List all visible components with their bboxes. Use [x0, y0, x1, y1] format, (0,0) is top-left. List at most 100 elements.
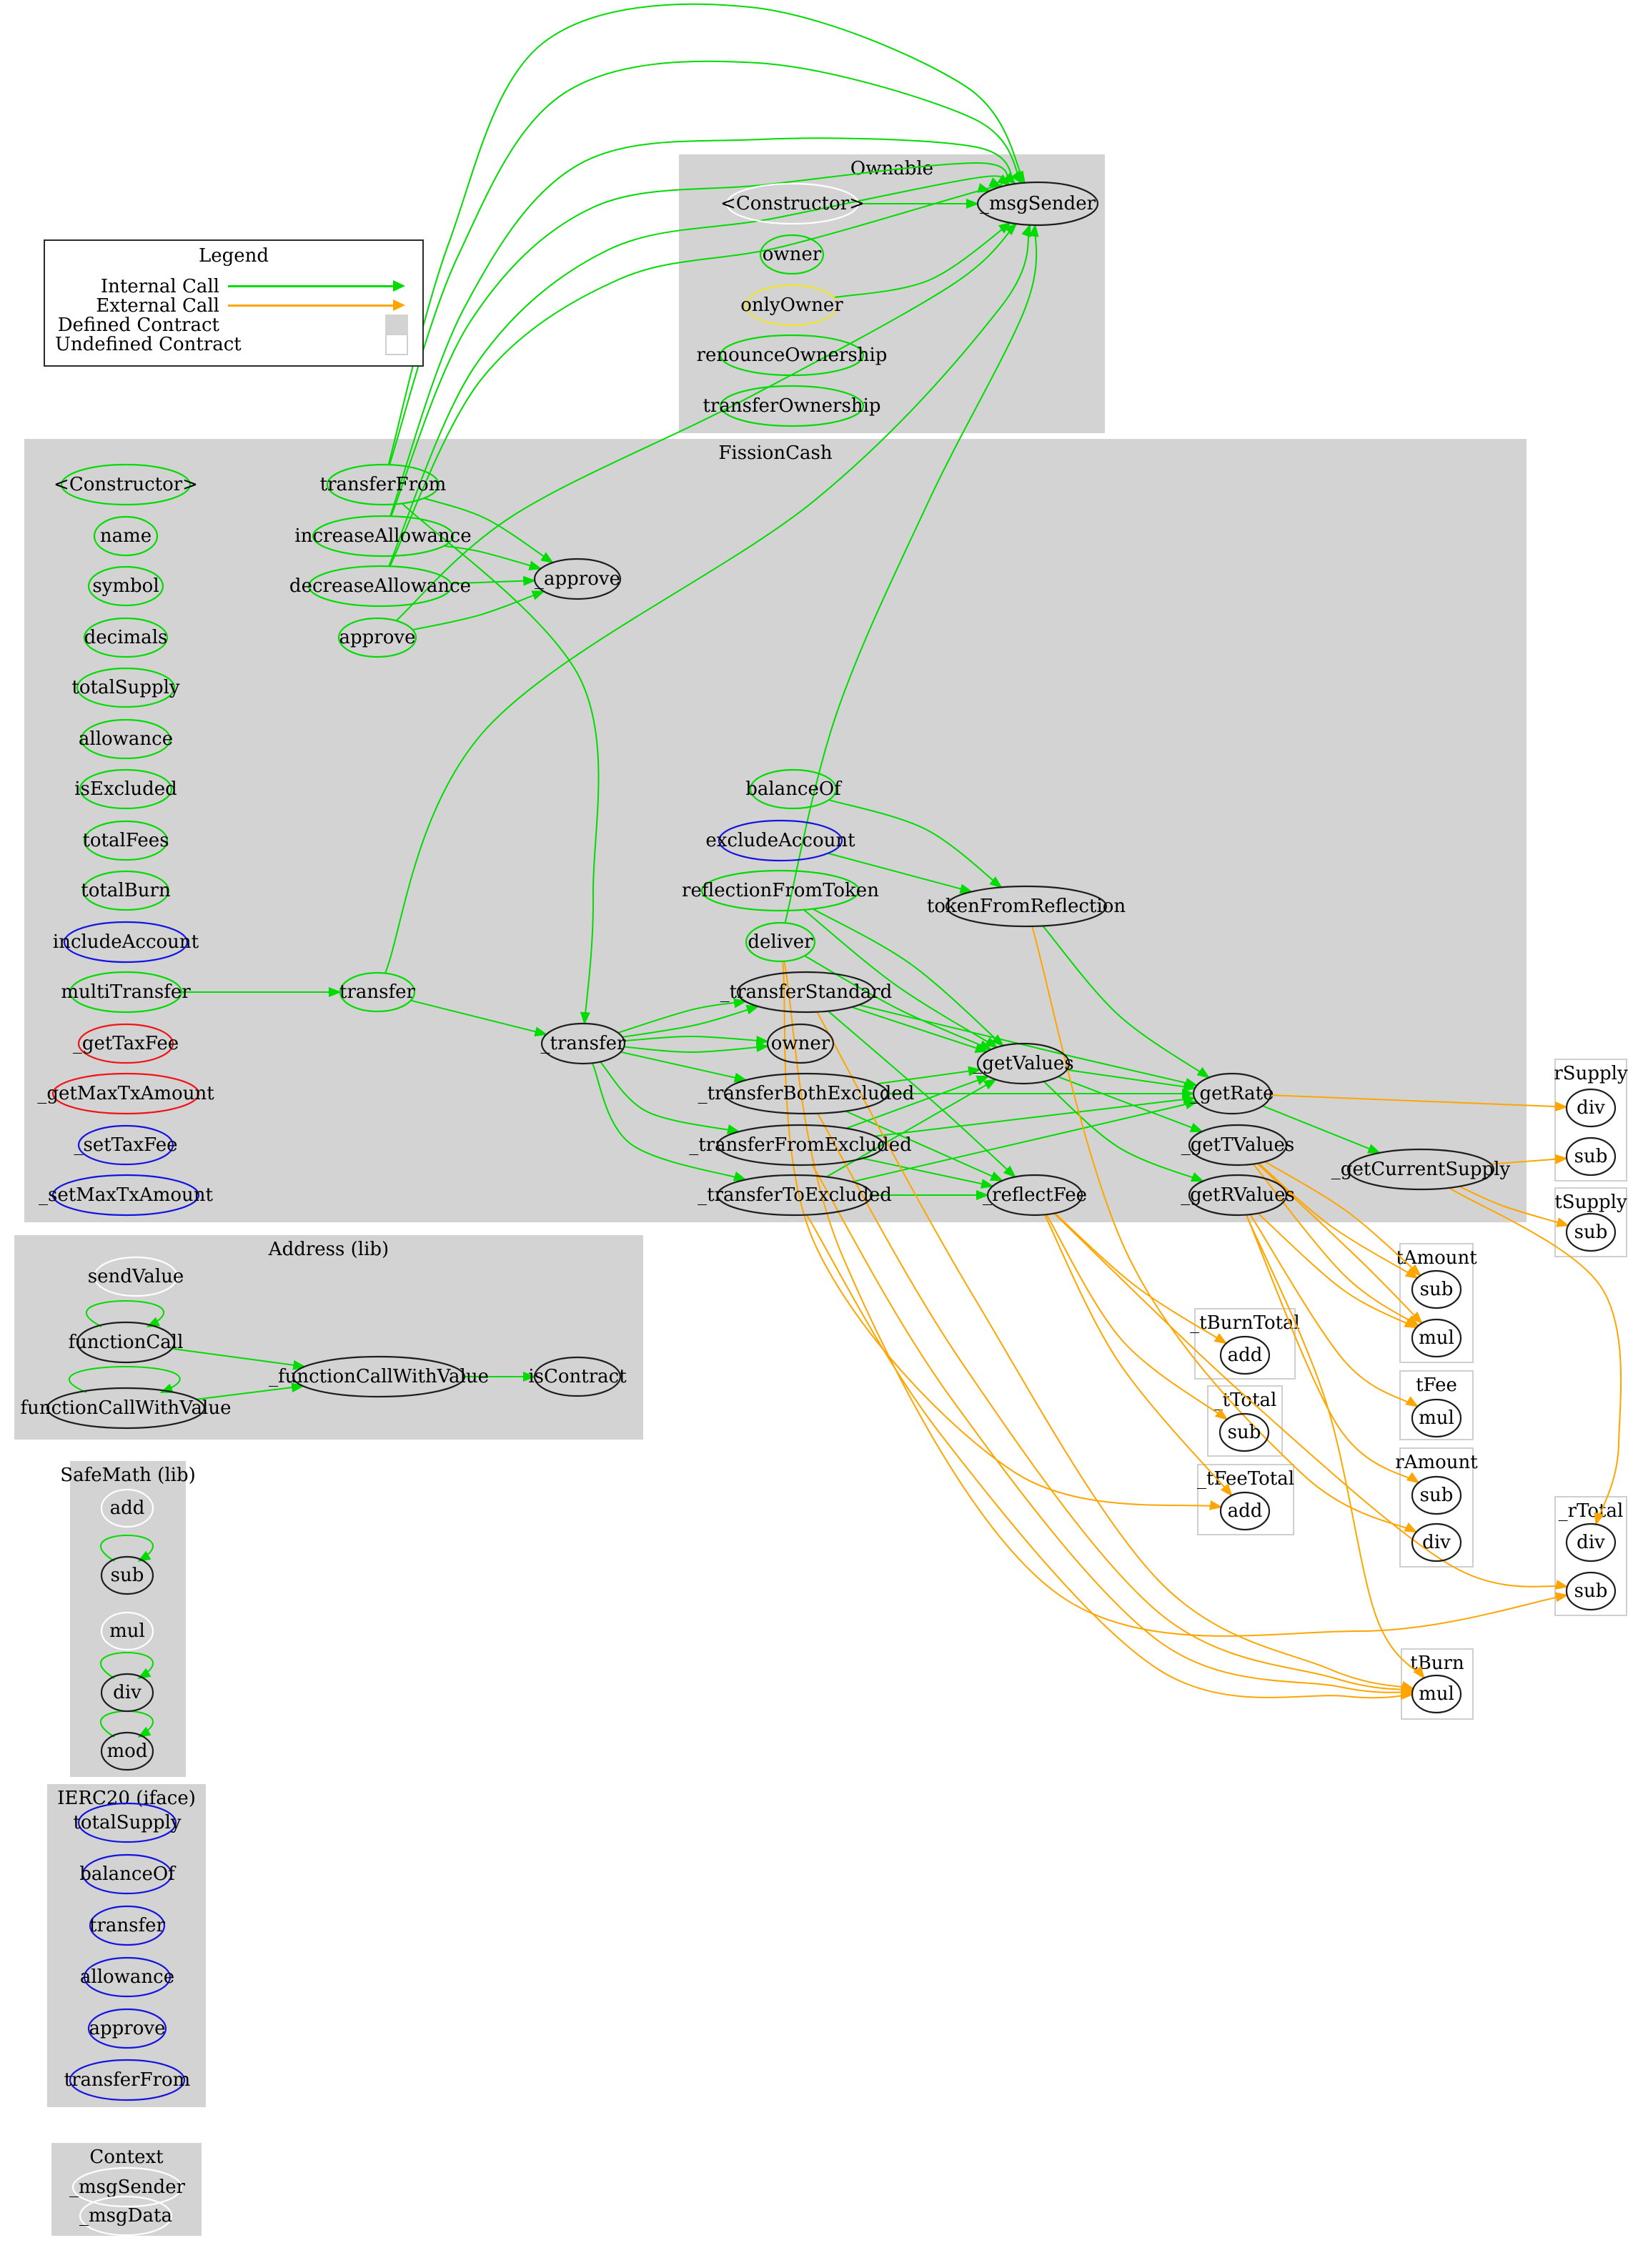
- edge-fc__getValues-to-fc__getRate: [1066, 1069, 1196, 1092]
- node-ta_mul-shape: [1411, 1318, 1462, 1358]
- node-fc_reflectionFromToken-shape: [700, 869, 860, 912]
- edge-fc_increaseAllowance-to-own_msg: [390, 162, 1011, 517]
- cluster-rt-title: _rTotal: [1559, 1500, 1624, 1522]
- node-fc__reflectFee: _reflectFee: [983, 1174, 1087, 1217]
- node-fc_totalFees-shape: [83, 820, 169, 861]
- edge-fc__getCurrentSupply-to-rs_sub: [1491, 1154, 1569, 1165]
- cluster-sm-box: [70, 1461, 186, 1777]
- node-rt_sub-shape: [1565, 1571, 1617, 1611]
- edge-fc__getCurrentSupply-to-ts_sub: [1459, 1185, 1570, 1227]
- node-tbt_add-label: add: [1228, 1345, 1263, 1366]
- edge-fc__transferFromExcluded-to-fc__getRate: [874, 1094, 1196, 1137]
- edge-fc__getRate-to-fc__getCurrentSupply: [1262, 1105, 1381, 1154]
- node-fc_increaseAllowance: increaseAllowance: [294, 515, 472, 558]
- edge-fc__getRValues-to-ta_mul: [1257, 1212, 1418, 1329]
- edge-fc_transferFrom-to-own_msg: [389, 60, 1023, 465]
- cluster-tamt-title: tAmount: [1396, 1247, 1477, 1269]
- node-rs_sub-shape: [1565, 1137, 1617, 1177]
- edge-fc_reflectionFromToken-to-fc__getValues: [812, 908, 1005, 1047]
- node-tt_sub-label: sub: [1228, 1422, 1261, 1443]
- node-sm_mul-shape: [100, 1611, 154, 1651]
- edge-fc__transferBothExcluded-to-fc__getValues: [877, 1066, 981, 1085]
- cluster-own-title: Ownable: [850, 158, 933, 179]
- node-rt_div: div: [1565, 1522, 1617, 1563]
- edge-fc__getTValues-to-ta_mul: [1252, 1163, 1420, 1327]
- node-fc__getValues-shape: [976, 1042, 1071, 1085]
- edge-fc__transferFromExcluded-to-fc__getValues: [845, 1075, 990, 1129]
- node-fc_totalBurn: totalBurn: [81, 870, 171, 911]
- node-fc_name: name: [93, 515, 159, 557]
- node-rs_div: div: [1565, 1088, 1617, 1128]
- node-tbt_add: add: [1219, 1335, 1271, 1375]
- edge-fc__getValues-to-fc__getRValues: [1043, 1081, 1205, 1182]
- node-fc_approve: approve: [337, 617, 417, 658]
- node-ie_transfer-shape: [89, 1905, 166, 1946]
- node-fc_setMaxTxAmount-shape: [51, 1174, 200, 1217]
- edge-fc_deliver-to-rt_sub: [783, 961, 1569, 1637]
- node-ie_balanceOf-label: balanceOf: [79, 1863, 177, 1885]
- node-fc_reflectionFromToken-label: reflectionFromToken: [682, 880, 879, 901]
- node-tft_add: add: [1219, 1491, 1271, 1531]
- edge-fc_transferFrom-to-own_msg: [387, 3, 1026, 465]
- node-fc_setTaxFee-shape: [77, 1124, 174, 1166]
- node-tf_mul-label: mul: [1419, 1407, 1454, 1429]
- node-ra_div-label: div: [1422, 1532, 1451, 1553]
- node-fc__transferFromExcluded-label: _transferFromExcluded: [689, 1134, 912, 1156]
- node-ra_sub-shape: [1411, 1475, 1462, 1515]
- node-fc_increaseAllowance-shape: [312, 515, 455, 558]
- edge-fc_transferFrom-to-fc__approve: [423, 497, 555, 564]
- edge-fc__getTValues-to-ta_sub: [1264, 1161, 1422, 1277]
- node-rt_sub-label: sub: [1574, 1580, 1608, 1602]
- edge-fc__transfer-to-fc_owner: [624, 1041, 770, 1054]
- defined-contract-swatch-icon: [385, 314, 408, 336]
- node-fc_decreaseAllowance-label: decreaseAllowance: [289, 575, 471, 597]
- node-ie_allowance: allowance: [80, 1956, 174, 1998]
- node-fc_deliver-label: deliver: [748, 931, 813, 953]
- node-fc__transferToExcluded: _transferToExcluded: [698, 1174, 892, 1217]
- node-fc_multiTransfer-shape: [69, 971, 183, 1014]
- node-own_ren: renounceOwnership: [697, 334, 887, 377]
- cluster-own-box: [679, 154, 1105, 433]
- edge-fc__transferToExcluded-to-tb_mul: [806, 1214, 1414, 1700]
- node-fc_getTaxFee-label: _getTaxFee: [73, 1033, 179, 1054]
- edge-fc__getTValues-to-ta_sub: [1258, 1162, 1419, 1279]
- node-own_owner-label: owner: [763, 244, 822, 265]
- node-tft_add-shape: [1219, 1491, 1271, 1531]
- edge-fc__transfer-to-fc__transferToExcluded: [591, 1062, 748, 1182]
- node-sm_add-shape: [100, 1488, 154, 1528]
- node-fc_excludeAccount-shape: [718, 819, 843, 862]
- node-fc_multiTransfer: multiTransfer: [61, 971, 191, 1014]
- node-fc_multiTransfer-label: multiTransfer: [61, 981, 191, 1003]
- node-fc_transferFrom-shape: [326, 463, 440, 506]
- node-fc_decimals-shape: [83, 617, 169, 658]
- node-ad_sendValue-shape: [93, 1256, 179, 1297]
- node-fc__getRValues: _getRValues: [1181, 1174, 1295, 1217]
- node-ad_fcwv-shape: [46, 1387, 206, 1430]
- node-fc_totalSupply-label: totalSupply: [71, 677, 180, 698]
- edge-sm_div-to-sm_div: [100, 1652, 154, 1680]
- node-own_msg-label: _msgSender: [980, 193, 1096, 214]
- node-fc__transferToExcluded-shape: [716, 1174, 873, 1217]
- edge-fc__transferBothExcluded-to-tb_mul: [817, 1113, 1414, 1694]
- node-rs_div-shape: [1565, 1088, 1617, 1128]
- node-fc_excludeAccount-label: excludeAccount: [705, 830, 855, 851]
- node-tb_mul-shape: [1411, 1674, 1462, 1714]
- node-fc__getValues: _getValues: [973, 1042, 1074, 1085]
- node-fc_totalFees: totalFees: [82, 820, 169, 861]
- edge-fc__reflectFee-to-tft_add: [1043, 1214, 1233, 1497]
- cluster-ie-title: IERC20 (iface): [57, 1788, 196, 1809]
- node-fc_totalSupply-shape: [76, 667, 176, 708]
- node-sm_add: add: [100, 1488, 154, 1528]
- edge-fc__reflectFee-to-tbt_add: [1054, 1212, 1228, 1345]
- node-ad_isContract-shape: [533, 1356, 622, 1397]
- node-ta_sub-shape: [1411, 1269, 1462, 1309]
- node-ie_transferFrom-label: transferFrom: [64, 2069, 191, 2091]
- node-ie_balanceOf-shape: [81, 1853, 173, 1895]
- cluster-cx-box: [51, 2143, 202, 2236]
- node-own_msg-shape: [976, 181, 1099, 227]
- edge-fc__reflectFee-to-tt_sub: [1046, 1214, 1228, 1420]
- node-ra_sub: sub: [1411, 1475, 1462, 1515]
- node-sm_mod-label: mod: [107, 1740, 148, 1762]
- node-fc__transferFromExcluded-shape: [716, 1124, 885, 1167]
